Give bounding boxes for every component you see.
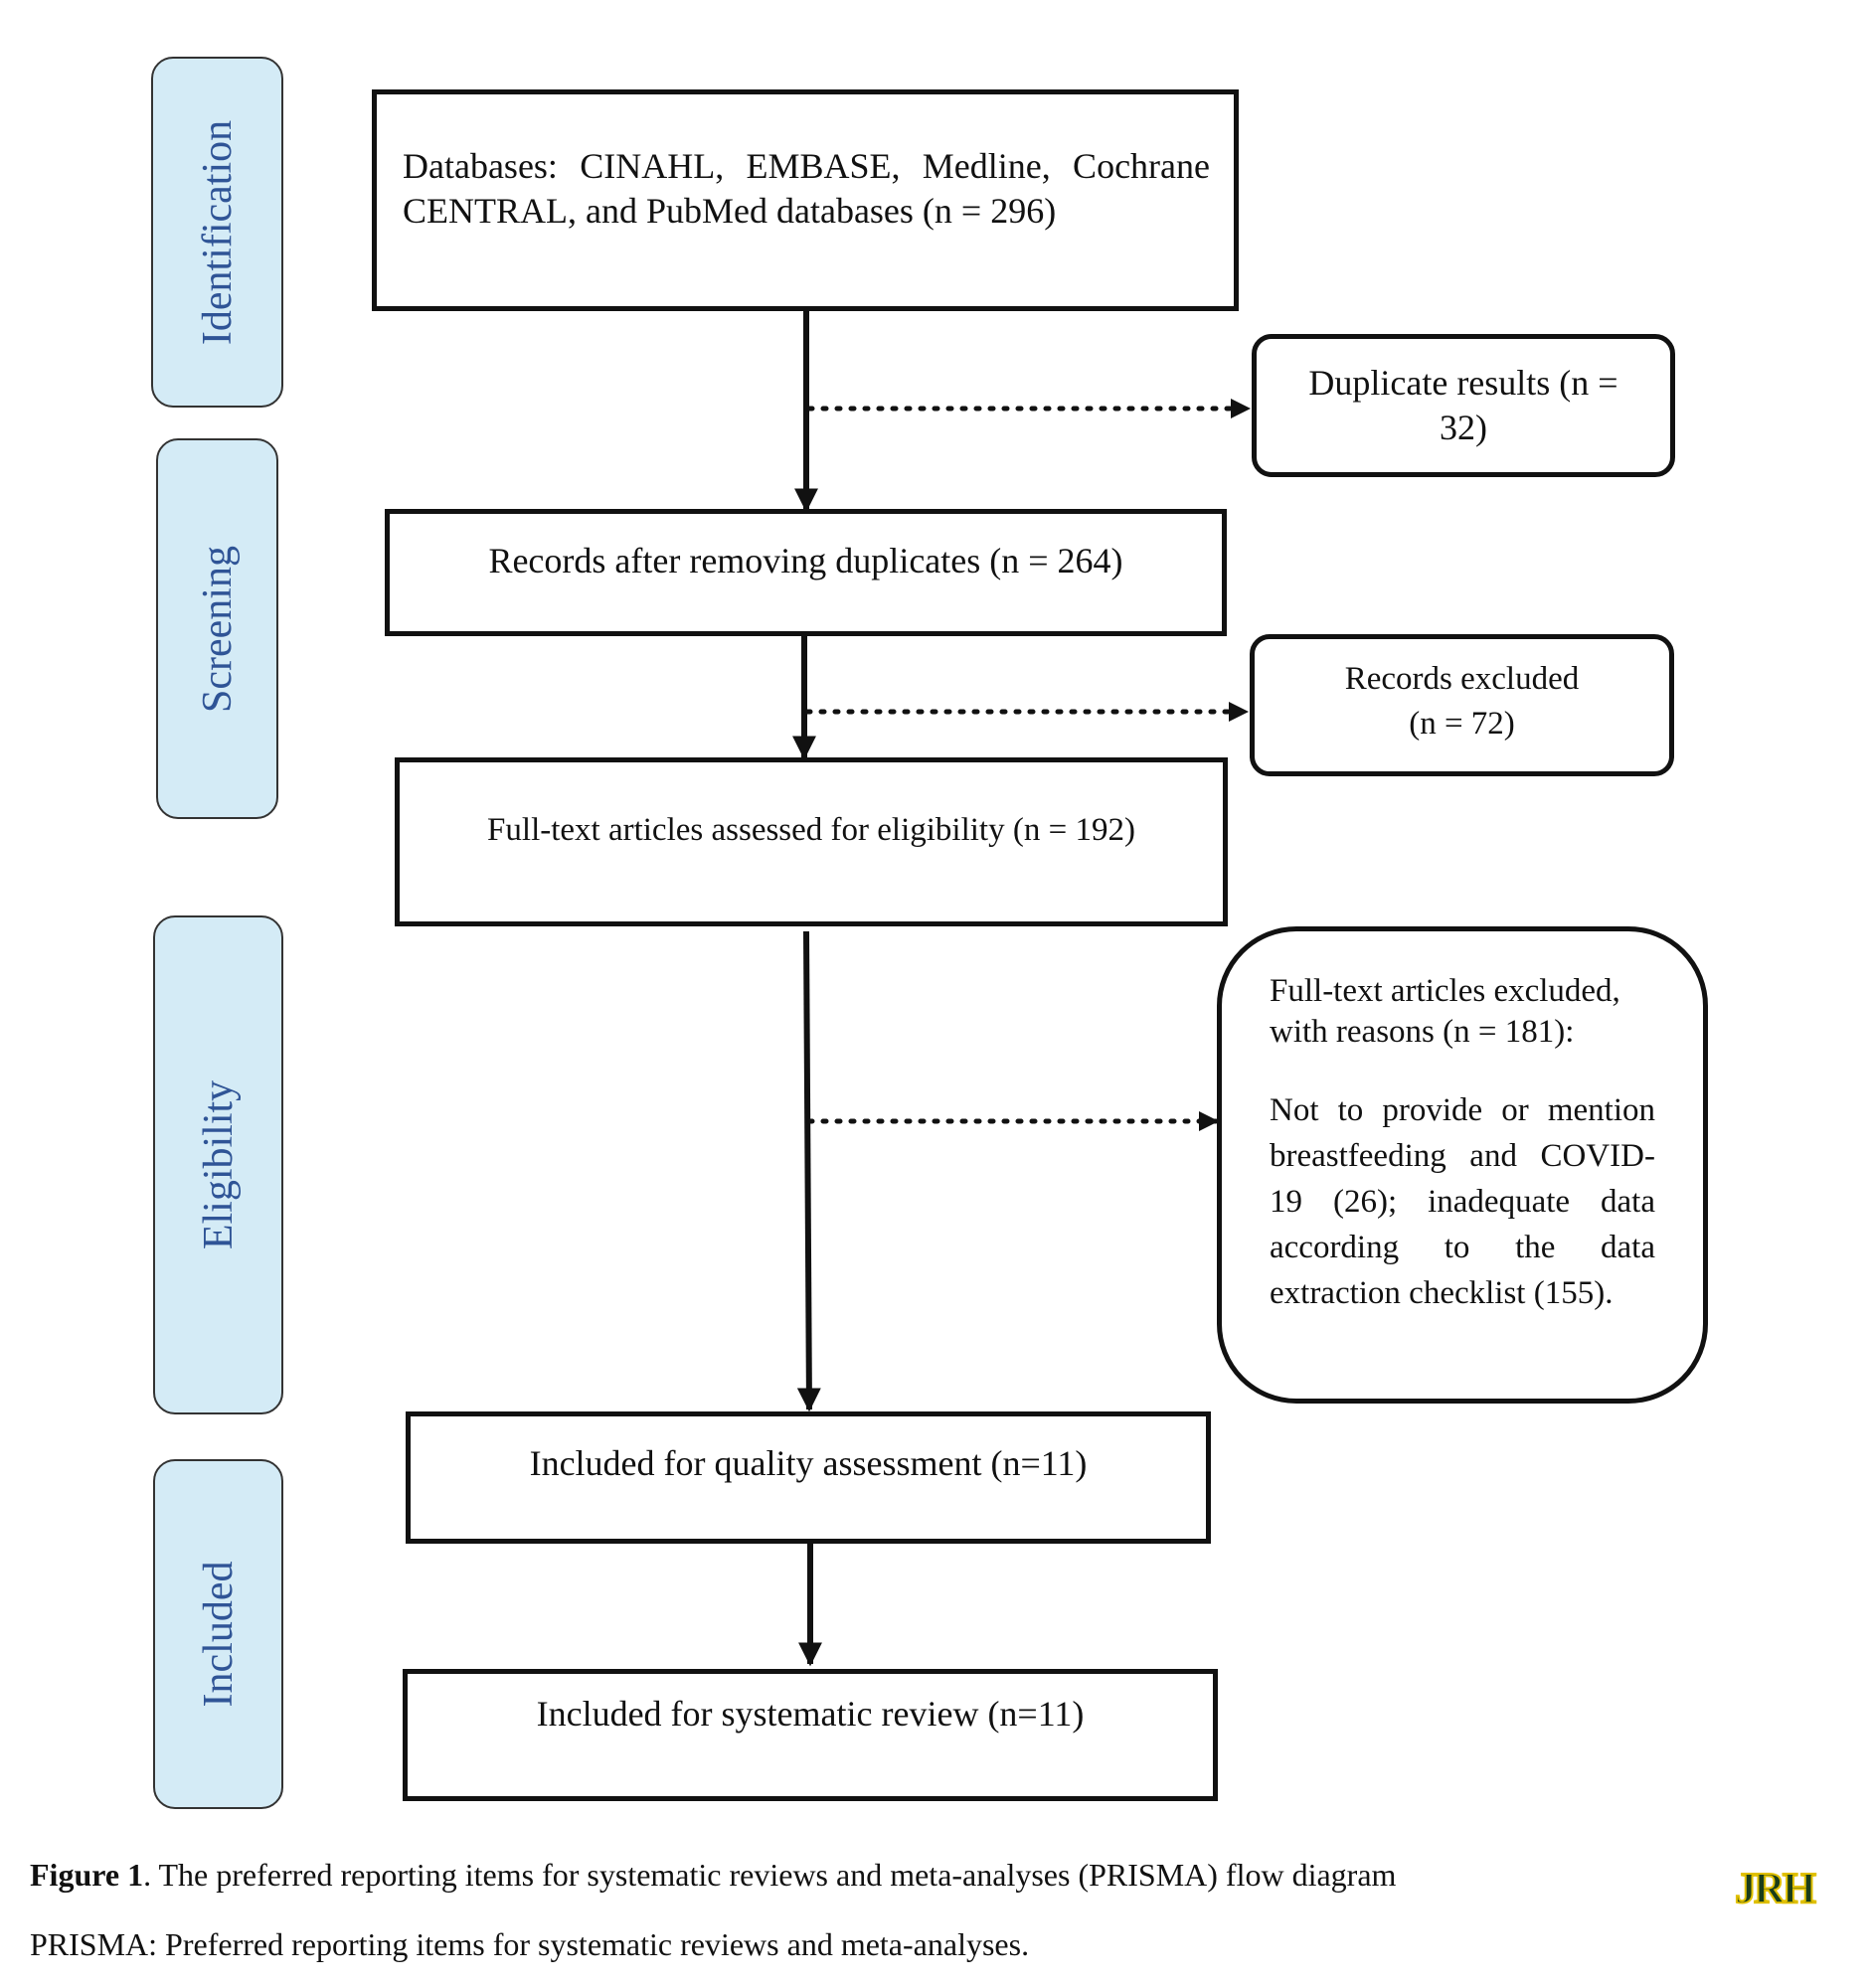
records-after-duplicates-text: Records after removing duplicates (n = 2…: [488, 541, 1123, 580]
records-after-duplicates-box: Records after removing duplicates (n = 2…: [385, 509, 1227, 636]
full-text-assessed-text: Full-text articles assessed for eligibil…: [487, 812, 1135, 848]
arrow-fulltext-to-quality: [796, 930, 821, 1412]
full-text-assessed-box: Full-text articles assessed for eligibil…: [395, 757, 1228, 926]
full-text-excluded-header: Full-text articles excluded, with reason…: [1270, 973, 1620, 1051]
records-excluded-label: Records excluded: [1344, 661, 1580, 697]
records-excluded-box: Records excluded (n = 72): [1250, 634, 1674, 776]
journal-logo: JRH: [1734, 1864, 1817, 1912]
stage-eligibility: Eligibility: [153, 915, 283, 1414]
stage-included: Included: [153, 1459, 283, 1809]
records-excluded-count: (n = 72): [1409, 706, 1515, 743]
databases-box: Databases: CINAHL, EMBASE, Medline, Coch…: [372, 89, 1239, 311]
figure-label: Figure 1: [30, 1857, 144, 1893]
abbreviation-note: PRISMA: Preferred reporting items for sy…: [30, 1926, 1029, 1963]
systematic-review-box: Included for systematic review (n=11): [403, 1669, 1218, 1801]
duplicates-text: Duplicate results (n = 32): [1308, 363, 1618, 447]
systematic-review-text: Included for systematic review (n=11): [536, 1694, 1085, 1734]
figure-caption-text: . The preferred reporting items for syst…: [143, 1857, 1397, 1893]
figure-caption: Figure 1. The preferred reporting items …: [30, 1857, 1396, 1894]
databases-text: Databases: CINAHL, EMBASE, Medline, Coch…: [403, 146, 1210, 231]
full-text-excluded-reasons: Not to provide or mention breastfeeding …: [1270, 1091, 1655, 1312]
full-text-excluded-box: Full-text articles excluded, with reason…: [1217, 926, 1708, 1404]
duplicates-box: Duplicate results (n = 32): [1252, 334, 1675, 477]
quality-assessment-text: Included for quality assessment (n=11): [529, 1443, 1088, 1483]
stage-screening: Screening: [156, 438, 278, 819]
stage-identification: Identification: [151, 57, 283, 408]
quality-assessment-box: Included for quality assessment (n=11): [406, 1411, 1211, 1544]
abbreviation-text: PRISMA: Preferred reporting items for sy…: [30, 1926, 1030, 1962]
